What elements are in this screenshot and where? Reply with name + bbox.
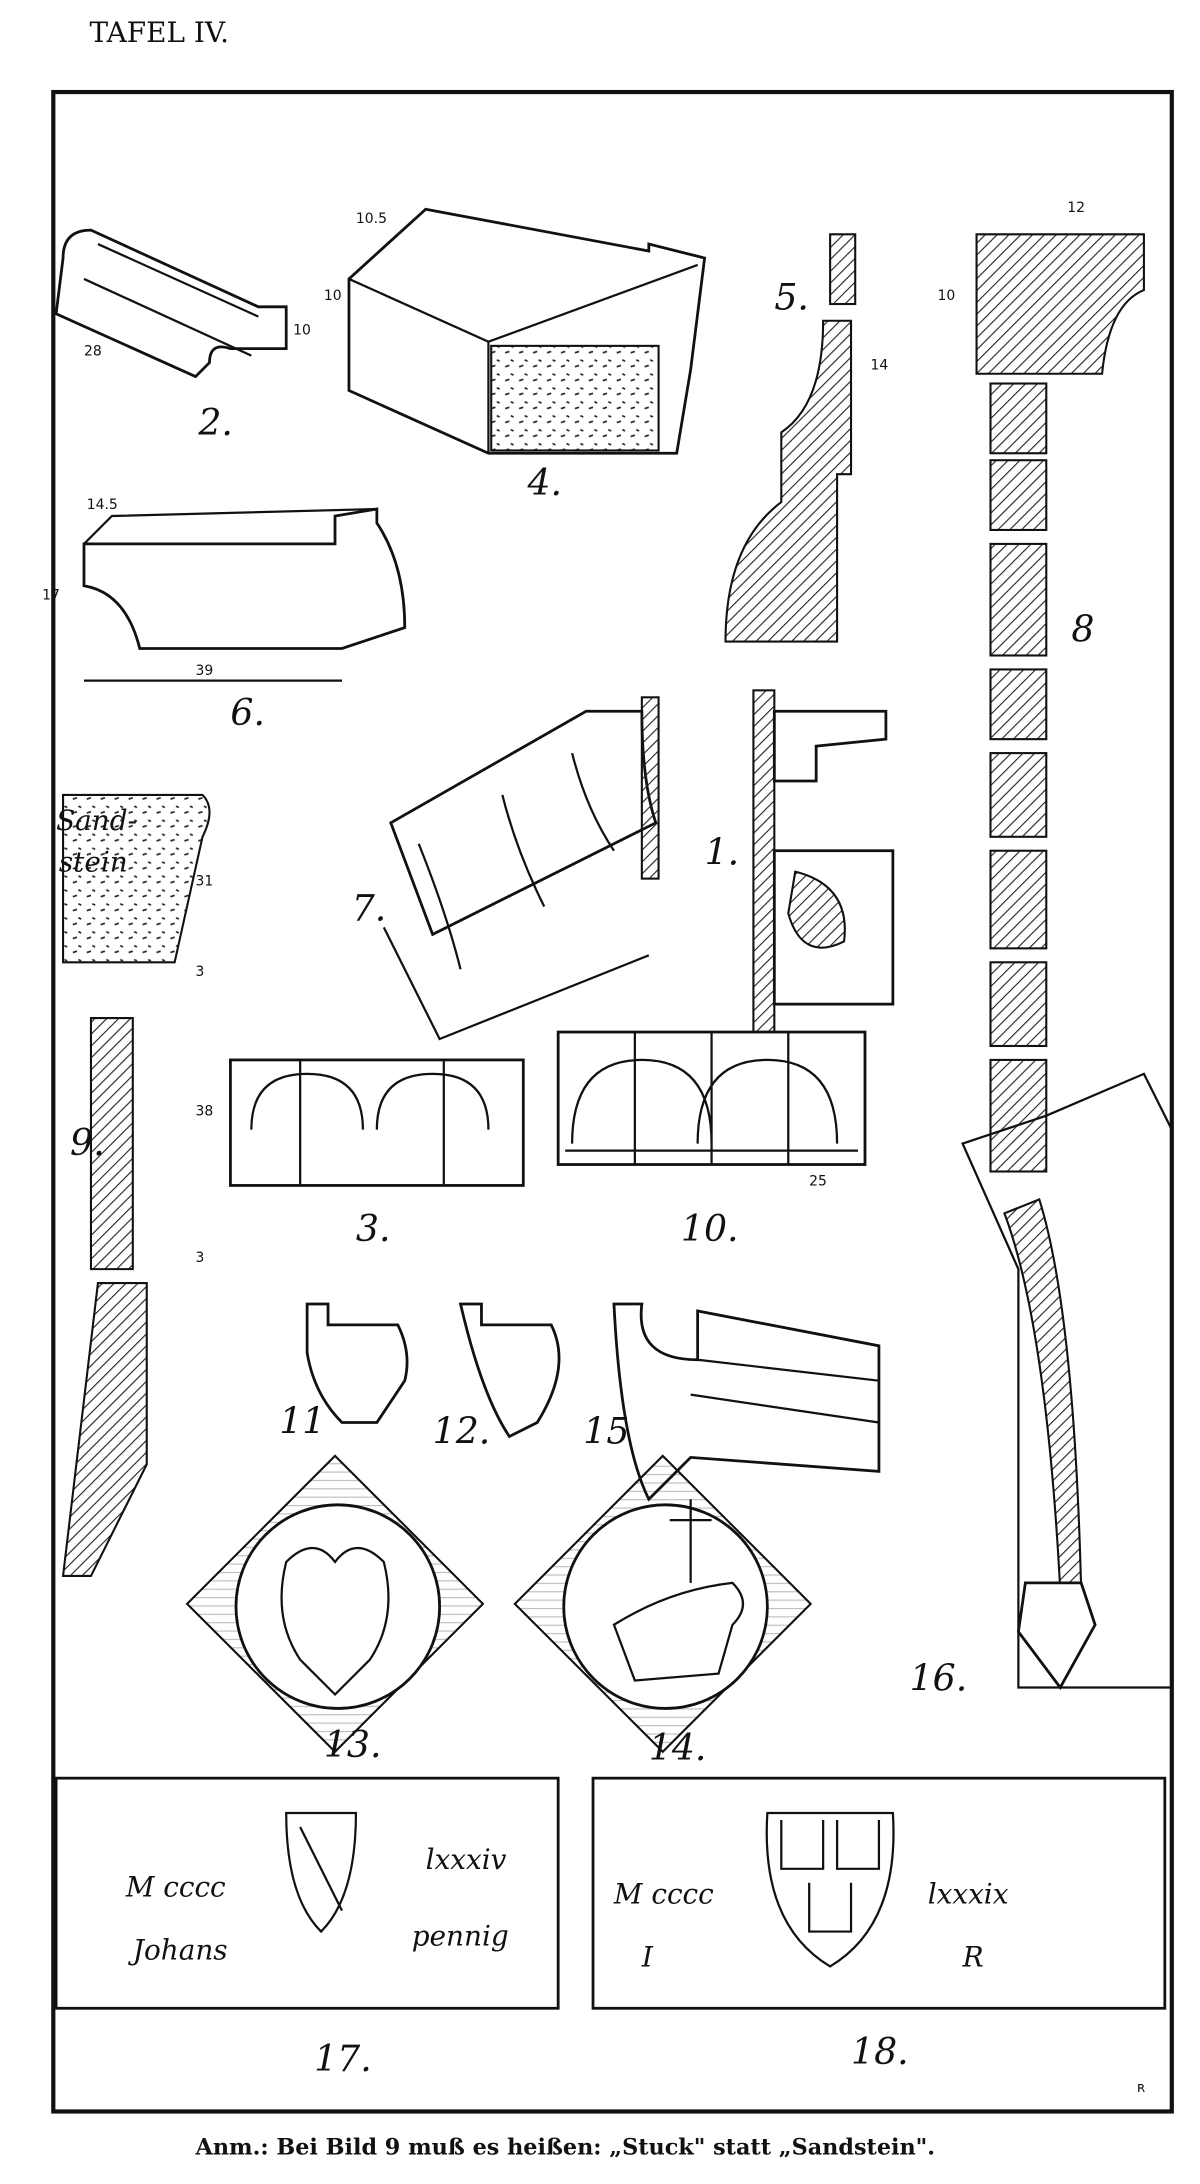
figure-5-section: 5. 14 [724, 233, 889, 643]
figure-label: 4. [526, 461, 562, 504]
figure-label: 2. [197, 401, 233, 444]
plate-frame [51, 89, 1174, 2114]
figure-label: 6. [230, 691, 265, 734]
figure-label: 12. [433, 1409, 491, 1452]
figure-17-inscription-stone: M cccc lxxxiv Johans pennig 17. [54, 1776, 560, 2080]
dim-label: 10 [293, 323, 311, 339]
inscription-text: I [641, 1940, 654, 1973]
dim-label: 39 [196, 663, 214, 679]
dim-label: 10 [324, 288, 342, 304]
dim-label: 28 [84, 344, 102, 360]
figure-label: 1. [705, 831, 740, 874]
inscription-text: lxxxix [928, 1878, 1009, 1911]
dim-label: 3 [196, 1250, 205, 1266]
inscription-text: M cccc [613, 1878, 714, 1911]
inscription-text: Johans [128, 1933, 228, 1966]
dim-label: 25 [809, 1173, 827, 1189]
dim-label: 31 [196, 874, 214, 890]
dim-label: 14.5 [87, 497, 118, 513]
inscription-text: lxxxiv [426, 1843, 507, 1876]
figure-11-profile: 11 [279, 1302, 409, 1443]
figure-15-molding: 15 [583, 1302, 881, 1502]
dim-label: 14 [871, 358, 889, 374]
plate-title: TAFEL IV. [90, 16, 229, 49]
figure-3-arch-frieze: 3. [229, 1058, 525, 1250]
figure-label: 8 [1071, 608, 1094, 651]
dim-label: 10.5 [356, 211, 387, 227]
figure-label: 14. [649, 1726, 707, 1769]
annotation-sand: Sand- [56, 804, 137, 837]
figure-14-medallion: 14. [513, 1454, 813, 1769]
inscription-text: R [962, 1940, 984, 1973]
figure-7-cornice: 7. [352, 696, 660, 1041]
artist-monogram: ʀ [1137, 2080, 1145, 2096]
figure-label: 16. [910, 1656, 968, 1699]
figure-label: 7. [352, 886, 387, 929]
figure-label: 9. [70, 1121, 105, 1164]
figure-1-bracket: 1. [705, 689, 895, 1068]
figure-label: 17. [314, 2037, 372, 2080]
dim-label: 38 [196, 1104, 214, 1120]
figure-6-corbel: 14.5 17 39 6. [42, 497, 407, 734]
figure-label: 15 [583, 1409, 629, 1452]
figure-13-medallion: 13. [185, 1454, 485, 1766]
figure-2-molding: 28 10 2. [54, 228, 311, 444]
dim-label: 12 [1067, 200, 1085, 216]
figure-16-vault-rib: 16. [910, 1072, 1173, 1699]
figure-9-profile: Sand- stein 31 3 38 3 9. [56, 793, 214, 1577]
dim-label: 17 [42, 588, 60, 604]
figure-12-profile: 12. [433, 1302, 561, 1452]
annotation-stein: stein [59, 846, 128, 879]
figure-10-arch-frieze: 25 10. [556, 1030, 867, 1250]
figure-4-block: 10.5 10 4. [324, 207, 707, 504]
figure-label: 3. [356, 1207, 391, 1250]
figure-label: 18. [851, 2030, 909, 2073]
figure-label: 5. [774, 276, 809, 319]
figure-8-pier: 12 10 8 [938, 200, 1145, 1173]
figure-label: 11 [279, 1400, 325, 1443]
dim-label: 3 [196, 964, 205, 980]
figure-18-inscription-stone: M cccc lxxxix I R 18. [591, 1776, 1167, 2073]
dim-label: 10 [938, 288, 956, 304]
inscription-text: M cccc [125, 1871, 226, 1904]
figure-label: 10. [681, 1207, 739, 1250]
figure-label: 13. [324, 1723, 382, 1766]
inscription-text: pennig [412, 1920, 509, 1953]
footnote: Anm.: Bei Bild 9 muß es heißen: „Stuck" … [195, 2135, 936, 2161]
